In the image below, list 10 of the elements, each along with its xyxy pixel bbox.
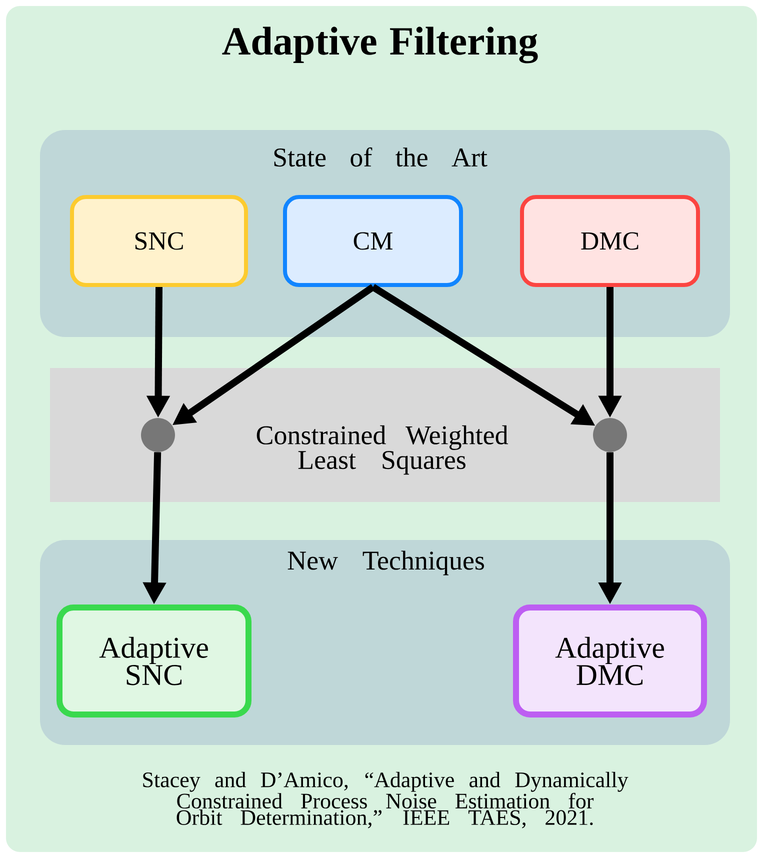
junction-dot xyxy=(141,418,175,452)
junction-dot xyxy=(593,418,627,452)
process-box: DMC xyxy=(520,195,700,287)
caption: Stacey and D’Amico, “Adaptive and Dynamically Constrained Process Noise Estimation for Orbit Determination,” IEEE TAES, 2021. xyxy=(143,772,628,828)
process-box: CM xyxy=(283,195,463,287)
title: Adaptive Filtering xyxy=(222,26,538,64)
process-box: Adaptive DMC xyxy=(513,604,707,718)
process-box: SNC xyxy=(70,195,248,287)
band: Constrained Weighted Least Squares xyxy=(50,368,720,502)
process-box: Adaptive SNC xyxy=(56,604,252,718)
